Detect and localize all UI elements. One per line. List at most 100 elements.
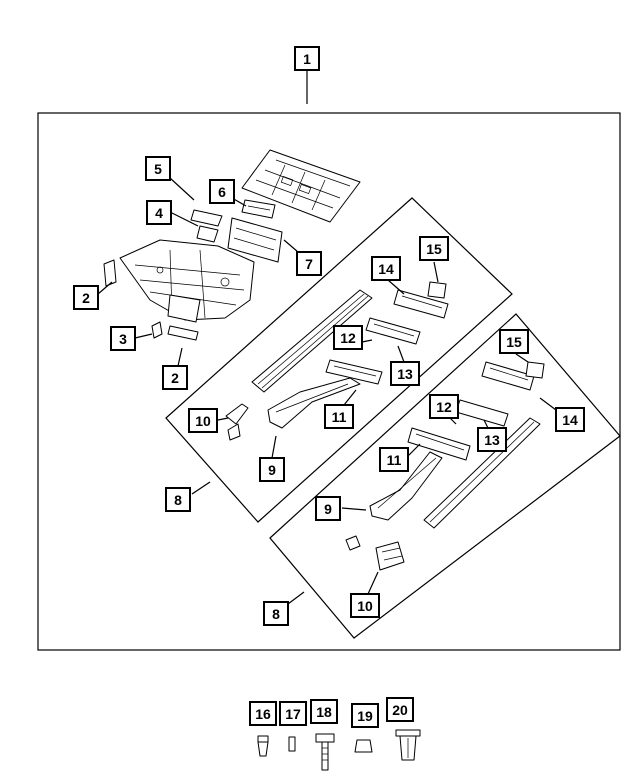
callout-9a-label: 9: [268, 462, 276, 478]
rear-floor-pan: [241, 149, 361, 223]
bracket-upper-10: [225, 403, 249, 441]
callout-15a: 15: [419, 236, 449, 261]
fastener-16-drawing: [257, 735, 269, 757]
sill-rail-upper: [251, 289, 373, 393]
callout-10a: 10: [188, 408, 218, 433]
crossmember-upper-11: [325, 359, 383, 385]
rear-crossmember: [241, 199, 276, 219]
callout-7-label: 7: [305, 256, 313, 272]
callout-12b: 12: [429, 394, 459, 419]
leader-9b: [341, 507, 367, 511]
callout-20: 20: [386, 697, 414, 722]
callout-12b-label: 12: [436, 399, 452, 415]
leader-7: [283, 239, 299, 253]
bracket-lower-small: [345, 535, 361, 551]
callout-20-label: 20: [392, 702, 408, 718]
callout-5: 5: [145, 156, 171, 181]
fastener-19-drawing: [354, 739, 373, 753]
callout-18-label: 18: [316, 704, 332, 720]
crossmember-lower-14: [481, 361, 535, 391]
leader-2a: [97, 281, 113, 295]
callout-19-label: 19: [357, 708, 373, 724]
bracket-lower-10: [375, 541, 405, 571]
bracket-lower-15: [525, 361, 545, 379]
callout-2b-label: 2: [171, 370, 179, 386]
subassembly-frame-lower: [269, 313, 621, 639]
callout-3-label: 3: [119, 331, 127, 347]
callout-13b-label: 13: [484, 432, 500, 448]
crossmember-upper-14: [393, 289, 449, 319]
callout-13a: 13: [390, 361, 420, 386]
crossmember-lower-11: [407, 427, 471, 461]
leader-3: [134, 333, 153, 339]
leader-13a: [397, 345, 405, 363]
floor-bracket-lower: [167, 325, 199, 341]
callout-12a: 12: [333, 325, 363, 350]
callout-16: 16: [249, 701, 277, 726]
inner-rail-lower: [369, 451, 443, 521]
callout-11a-label: 11: [332, 409, 347, 425]
callout-10b: 10: [350, 593, 380, 618]
callout-18: 18: [310, 699, 338, 724]
callout-2b: 2: [162, 365, 188, 390]
callout-8b: 8: [263, 601, 289, 626]
callout-11a: 11: [324, 404, 354, 429]
callout-13b: 13: [477, 427, 507, 452]
callout-13a-label: 13: [397, 366, 413, 382]
callout-9a: 9: [259, 457, 285, 482]
callout-1: 1: [294, 46, 320, 71]
callout-2a-label: 2: [82, 290, 90, 306]
leader-4: [169, 211, 199, 227]
leader-9a: [271, 435, 277, 459]
callout-14b-label: 14: [562, 412, 578, 428]
leader-8a: [191, 481, 211, 495]
callout-14b: 14: [555, 407, 585, 432]
callout-10b-label: 10: [357, 598, 373, 614]
callout-11b: 11: [379, 447, 409, 472]
crossmember-upper-13: [365, 317, 421, 345]
callout-9b-label: 9: [324, 501, 332, 517]
callout-10a-label: 10: [195, 413, 211, 429]
callout-6: 6: [209, 179, 235, 204]
leader-5: [169, 177, 195, 201]
leader-14b: [539, 397, 557, 411]
callout-8a-label: 8: [174, 492, 182, 508]
fastener-17-drawing: [288, 736, 296, 752]
leader-15b: [515, 353, 529, 363]
callout-4-label: 4: [155, 205, 163, 221]
assembly-frame: [37, 112, 621, 651]
leader-2b: [177, 347, 183, 367]
callout-8b-label: 8: [272, 606, 280, 622]
callout-14a-label: 14: [378, 261, 394, 277]
leader-12a: [361, 339, 373, 343]
callout-15a-label: 15: [426, 241, 442, 257]
callout-19: 19: [351, 703, 379, 728]
callout-2a: 2: [73, 285, 99, 310]
callout-7: 7: [296, 251, 322, 276]
callout-16-label: 16: [255, 706, 271, 722]
callout-14a: 14: [371, 256, 401, 281]
callout-8a: 8: [165, 487, 191, 512]
floor-bracket: [190, 209, 223, 243]
subassembly-frame-upper: [165, 197, 513, 523]
callout-12a-label: 12: [340, 330, 356, 346]
inner-rail-upper: [267, 377, 361, 429]
callout-4: 4: [146, 200, 172, 225]
fastener-20-drawing: [395, 729, 421, 761]
callout-5-label: 5: [154, 161, 162, 177]
leader-14a: [387, 279, 405, 295]
callout-11b-label: 11: [387, 452, 402, 468]
front-floor-pan: [119, 239, 255, 323]
leader-15a: [433, 261, 439, 283]
floor-bracket-small: [151, 321, 163, 339]
leader-10a: [217, 417, 229, 421]
bracket-upper-15: [427, 281, 447, 299]
floor-bracket-left: [103, 259, 117, 287]
callout-17-label: 17: [285, 706, 301, 722]
fastener-18-drawing: [315, 733, 335, 771]
crossmember-lower-13: [455, 399, 509, 427]
leader-8b: [287, 591, 305, 605]
leader-10b: [367, 571, 379, 595]
callout-6-label: 6: [218, 184, 226, 200]
